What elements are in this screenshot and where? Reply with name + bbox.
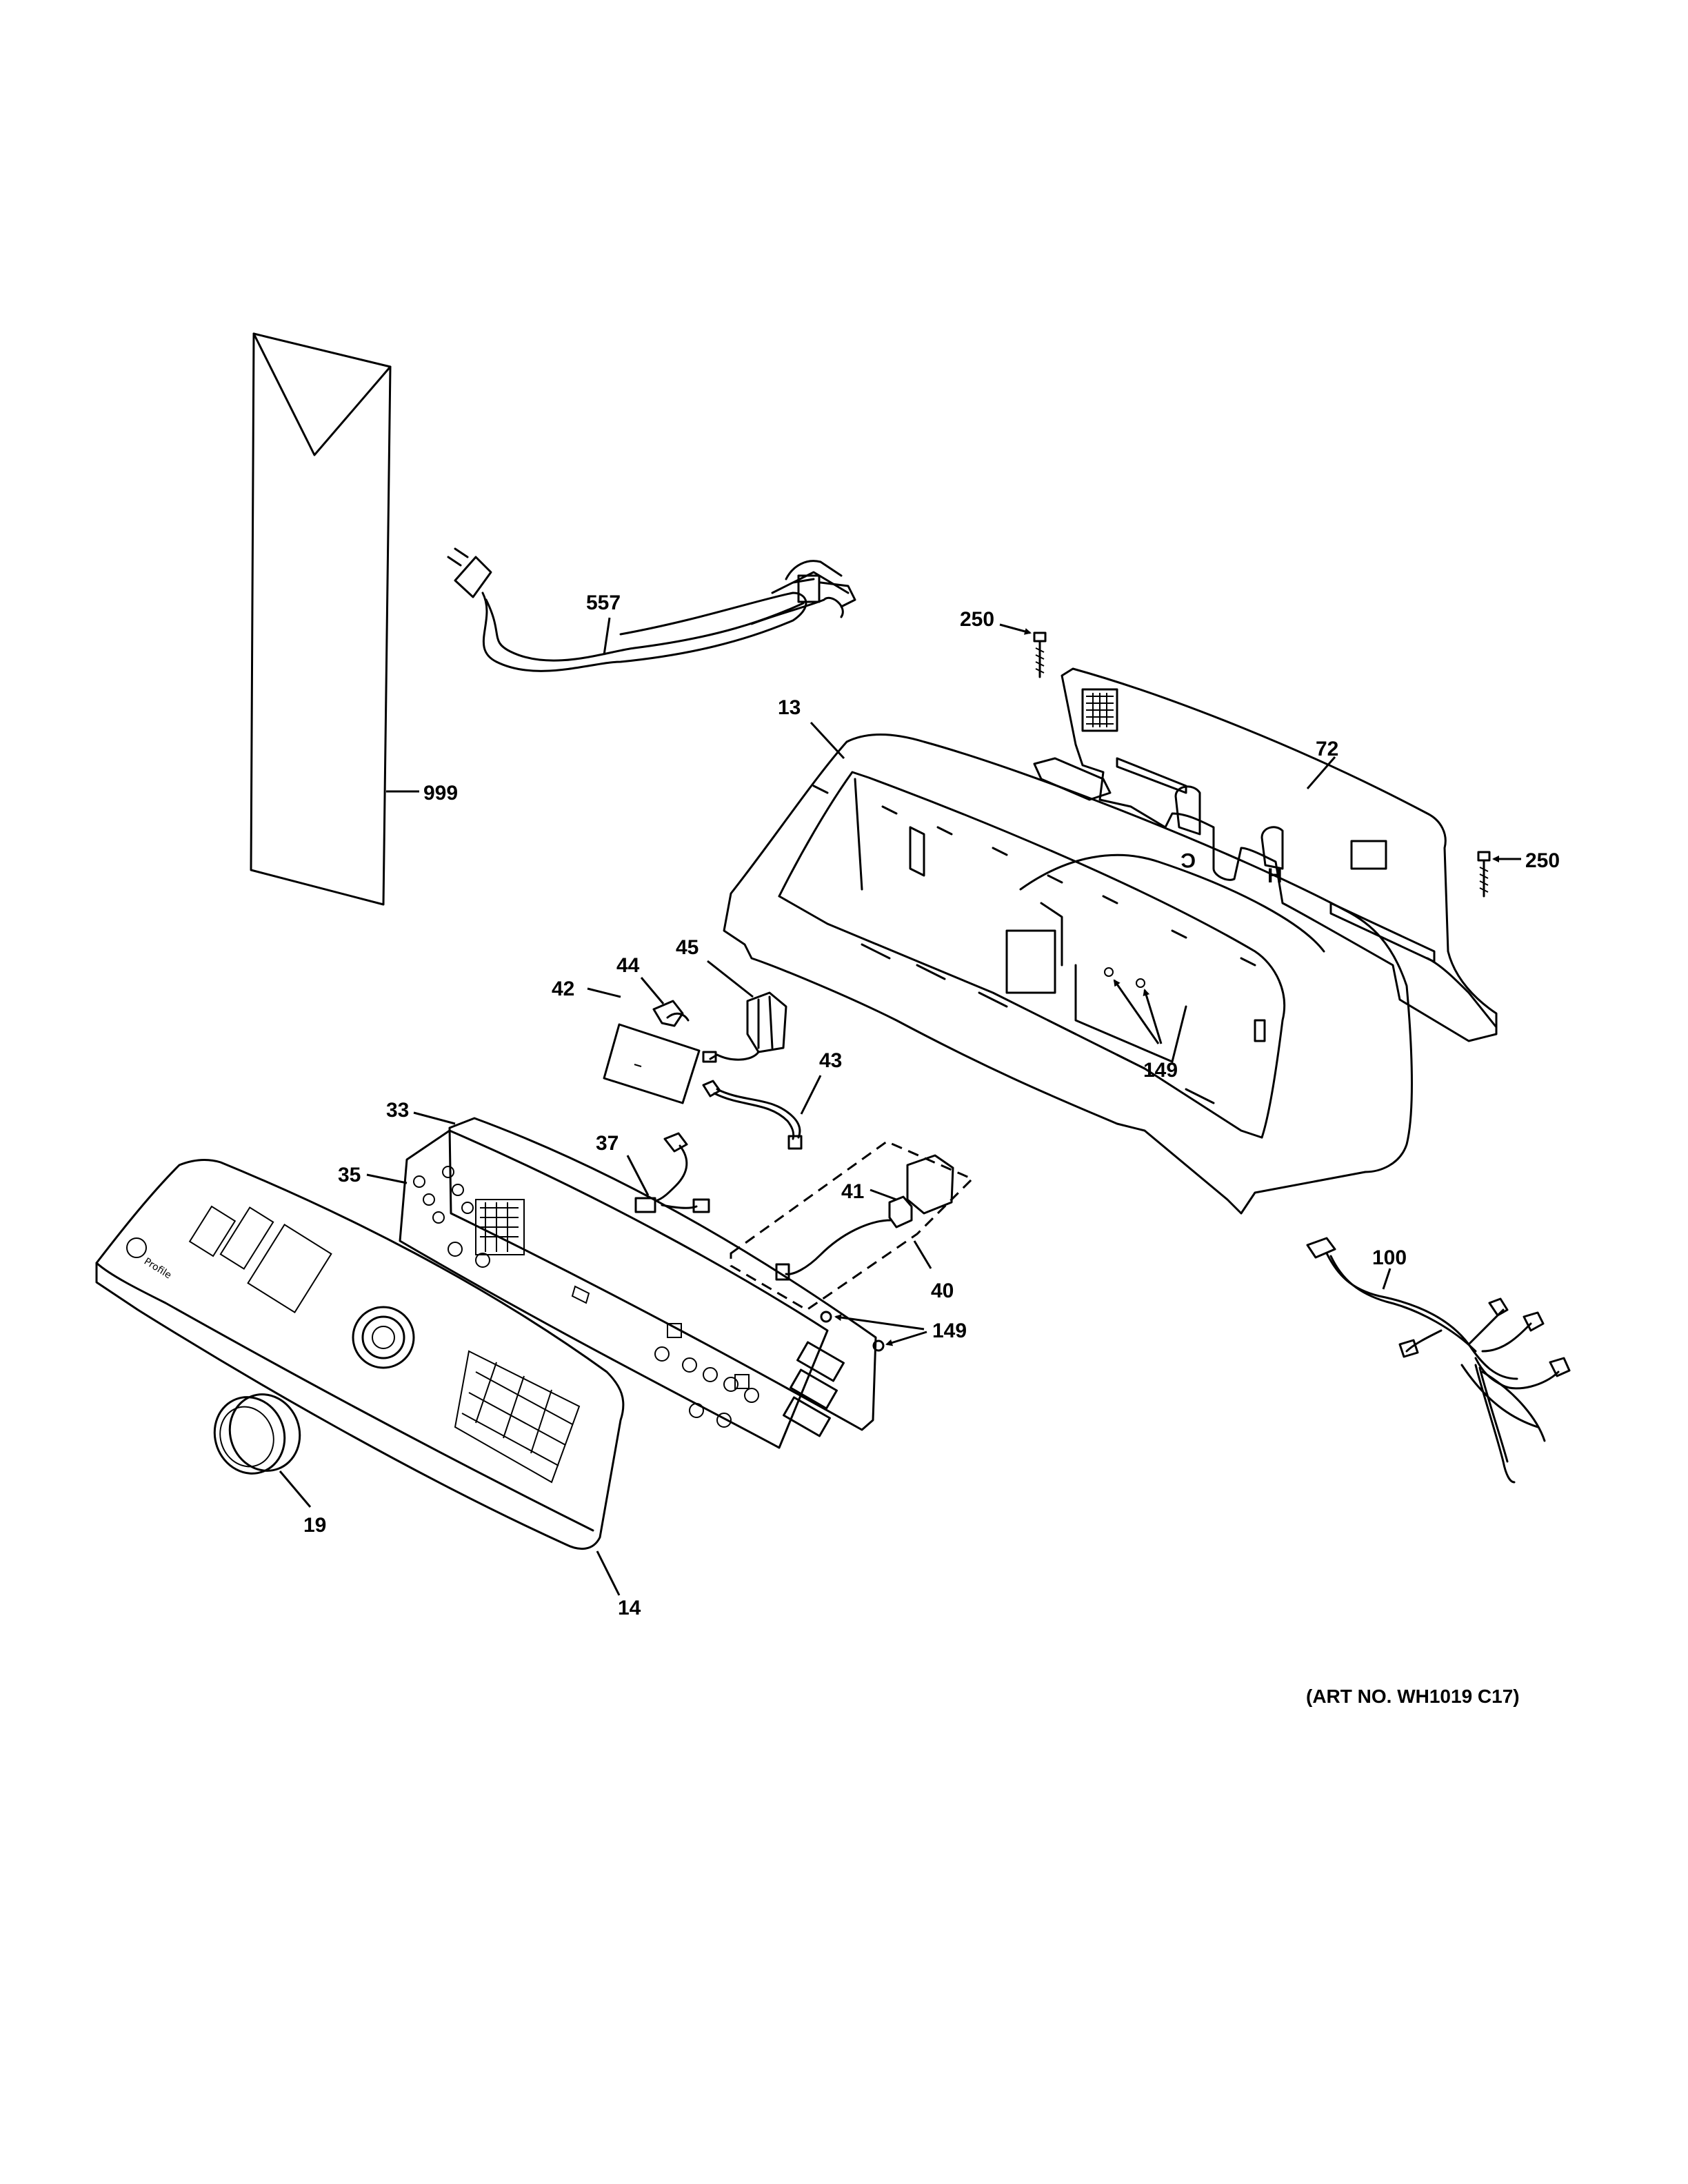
part-37-harness [634,1132,710,1213]
leader-149-upper-b [1143,989,1163,1044]
callout-999: 999 [423,782,458,805]
callout-72: 72 [1316,738,1338,760]
leader-44 [640,977,665,1004]
callout-42: 42 [552,978,574,1000]
leader-33 [413,1111,456,1125]
leader-149-lower-b [885,1331,927,1346]
leader-149-upper-a [1113,979,1160,1044]
part-44-clip [652,1000,690,1027]
part-999-literature [250,332,392,906]
leader-149-lower-a [834,1314,925,1331]
part-19-knob [213,1393,301,1475]
leader-557 [603,617,611,656]
leader-14 [596,1550,621,1596]
part-43-harness [702,1080,803,1150]
callout-149-upper: 149 [1143,1059,1178,1082]
panel-controls [188,1205,581,1484]
part-13-backsplash [723,733,1413,1215]
callout-33: 33 [386,1099,409,1122]
callout-250-right: 250 [1525,849,1560,872]
part-250-screw-right [1477,851,1491,898]
leader-100 [1382,1268,1391,1290]
part-250-screw-top [1033,631,1047,678]
part-100-wire-harness [1306,1237,1571,1484]
cover-letter-c: C [1180,849,1196,871]
leader-45 [707,960,754,998]
leader-43 [800,1075,822,1115]
part-42-module [603,1023,701,1104]
callout-41: 41 [841,1180,864,1203]
part-557-power-cord [447,547,856,672]
leader-35 [366,1173,408,1184]
callout-14: 14 [618,1597,641,1619]
part-35-overlay-board [399,1129,829,1449]
leader-13 [810,721,845,760]
leader-72 [1306,756,1336,789]
leader-40 [913,1240,932,1269]
leader-42 [587,987,621,998]
callout-250-top: 250 [960,608,994,631]
callout-149-lower: 149 [932,1320,967,1342]
callout-557: 557 [586,592,621,614]
leader-37 [626,1155,650,1196]
art-number: (ART NO. WH1019 C17) [1306,1686,1520,1707]
callout-35: 35 [338,1164,361,1186]
part-14-control-panel: Profile [95,1159,625,1550]
panel-logo: Profile [142,1256,173,1282]
callout-37: 37 [596,1132,619,1155]
callout-44: 44 [616,954,640,977]
callout-43: 43 [819,1049,842,1072]
leader-250-top [999,623,1032,635]
overlay-buttons [413,1166,759,1428]
callout-19: 19 [303,1514,326,1537]
leader-19 [279,1470,312,1508]
part-45-lid-switch [702,991,787,1063]
callout-45: 45 [676,936,699,959]
part-33-control-board [448,1117,877,1437]
ge-logo-icon [126,1237,147,1258]
leader-41 [870,1189,897,1201]
part-40-41-group [730,1140,974,1311]
part-149-screws-lower [820,1311,885,1352]
callout-100: 100 [1372,1246,1407,1269]
callout-13: 13 [778,696,801,719]
callout-40: 40 [931,1280,954,1302]
cycle-knob [352,1306,415,1369]
